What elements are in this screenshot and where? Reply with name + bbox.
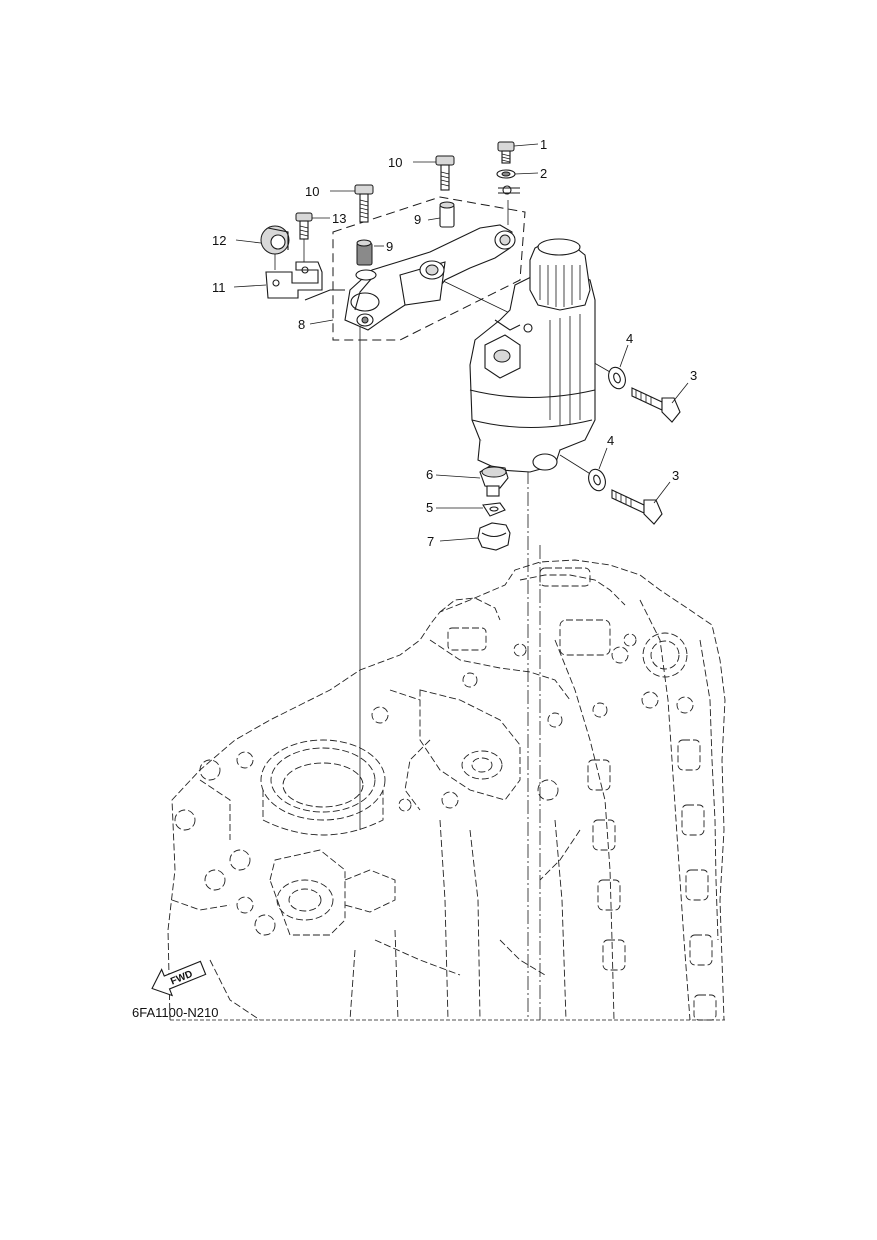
holder-7 bbox=[477, 522, 511, 551]
screw-13 bbox=[295, 212, 313, 268]
fwd-arrow-icon: FWD bbox=[151, 960, 207, 997]
washer-2 bbox=[496, 169, 516, 179]
callout-9b: 9 bbox=[386, 239, 393, 254]
starter-motor bbox=[469, 238, 596, 473]
callout-5: 5 bbox=[426, 500, 433, 515]
callout-13: 13 bbox=[332, 211, 346, 226]
bolt-10b bbox=[354, 184, 374, 223]
leader-lines bbox=[233, 143, 689, 542]
bolt-10a bbox=[435, 155, 455, 191]
callout-12: 12 bbox=[212, 233, 226, 248]
callout-8: 8 bbox=[298, 317, 305, 332]
callout-3a: 3 bbox=[690, 368, 697, 383]
callout-6: 6 bbox=[426, 467, 433, 482]
collar-9b bbox=[355, 239, 377, 281]
callout-11: 11 bbox=[212, 280, 226, 295]
callout-3b: 3 bbox=[672, 468, 679, 483]
washer-4a bbox=[608, 366, 626, 390]
callout-9a: 9 bbox=[414, 212, 421, 227]
bolt-1 bbox=[497, 141, 515, 164]
bolt-3b bbox=[611, 489, 663, 525]
callout-1: 1 bbox=[540, 137, 547, 152]
assembly-boundary-8 bbox=[332, 196, 526, 341]
callout-7: 7 bbox=[427, 534, 434, 549]
callout-numbers: 1 2 3 3 4 4 5 6 7 8 9 9 10 10 11 12 13 bbox=[212, 137, 697, 549]
clip-12 bbox=[260, 225, 290, 270]
fitting-6 bbox=[479, 465, 509, 497]
callout-4a: 4 bbox=[626, 331, 633, 346]
terminal bbox=[498, 185, 520, 195]
diagram-code: 6FA1100-N210 bbox=[132, 1005, 219, 1020]
fwd-label: FWD bbox=[169, 969, 194, 988]
callout-2: 2 bbox=[540, 166, 547, 181]
collar-9a bbox=[439, 201, 455, 228]
starter-bracket bbox=[344, 224, 516, 331]
washer-5 bbox=[482, 502, 506, 517]
washer-4b bbox=[588, 468, 606, 492]
callout-4b: 4 bbox=[607, 433, 614, 448]
cylinder-head-bosses bbox=[587, 632, 717, 1021]
callout-10a: 10 bbox=[388, 155, 402, 170]
engine-block bbox=[167, 559, 726, 1021]
plate-11 bbox=[265, 261, 345, 301]
bolt-3a bbox=[631, 387, 681, 423]
alignment-lines bbox=[359, 200, 611, 1020]
callout-10b: 10 bbox=[305, 184, 319, 199]
